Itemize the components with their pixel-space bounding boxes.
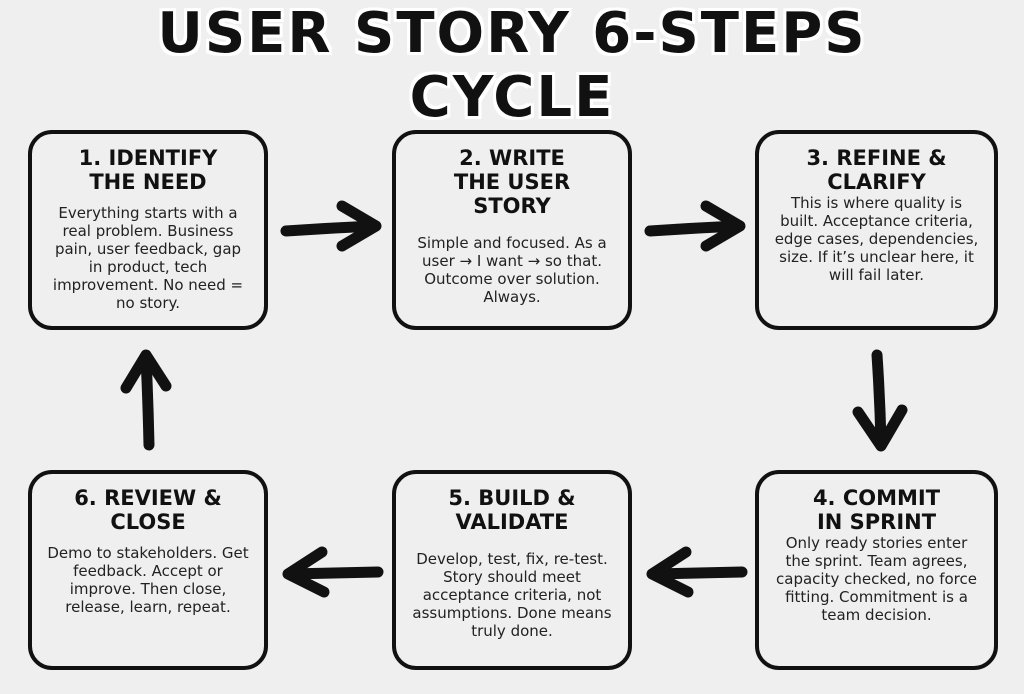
step-card-build-validate: 5. BUILD & VALIDATE Develop, test, fix, … (392, 470, 632, 670)
step-description: Simple and focused. As a user → I want →… (417, 234, 607, 306)
arrow-right-icon (644, 200, 746, 252)
step-heading: 1. IDENTIFY THE NEED (78, 146, 218, 194)
arrow-down-icon (852, 349, 908, 452)
step-heading: 3. REFINE & CLARIFY (806, 146, 947, 194)
arrow-up-icon (120, 349, 172, 451)
step-card-refine-clarify: 3. REFINE & CLARIFY This is where qualit… (755, 130, 998, 330)
step-description: Demo to stakeholders. Get feedback. Acce… (47, 544, 249, 616)
step-description: This is where quality is built. Acceptan… (774, 194, 979, 284)
step-card-write-user-story: 2. WRITE THE USER STORY Simple and focus… (392, 130, 632, 330)
step-description: Only ready stories enter the sprint. Tea… (776, 534, 977, 624)
arrow-left-icon (282, 546, 384, 598)
arrow-left-icon (646, 546, 748, 598)
step-card-review-close: 6. REVIEW & CLOSE Demo to stakeholders. … (28, 470, 268, 670)
step-heading: 4. COMMIT IN SPRINT (812, 486, 941, 534)
page-title-line-1: USER STORY 6-STEPS (157, 1, 867, 66)
step-description: Develop, test, fix, re-test. Story shoul… (412, 550, 612, 640)
arrow-right-icon (280, 200, 382, 252)
step-heading: 5. BUILD & VALIDATE (448, 486, 576, 534)
step-card-identify-need: 1. IDENTIFY THE NEED Everything starts w… (28, 130, 268, 330)
step-heading: 6. REVIEW & CLOSE (74, 486, 222, 534)
step-card-commit-in-sprint: 4. COMMIT IN SPRINT Only ready stories e… (755, 470, 998, 670)
page-title-line-2: CYCLE (409, 65, 615, 130)
step-description: Everything starts with a real problem. B… (52, 204, 244, 312)
step-heading: 2. WRITE THE USER STORY (453, 146, 571, 218)
